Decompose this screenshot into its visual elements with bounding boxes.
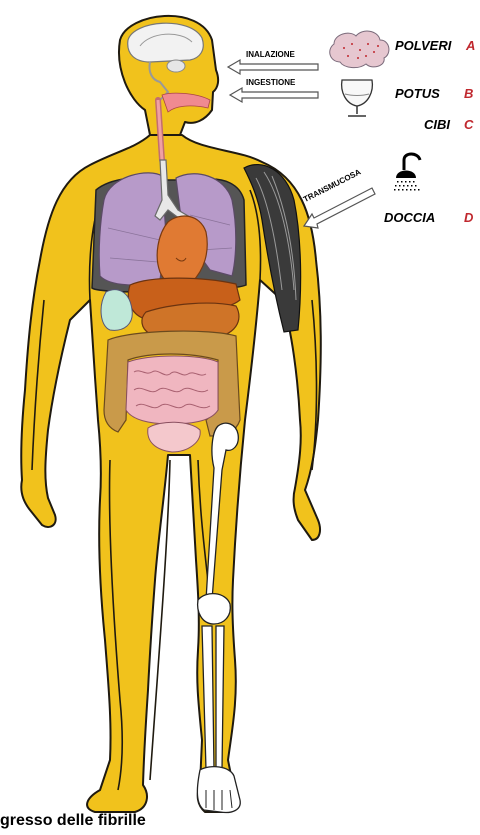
ingestion-label: INGESTIONE (246, 78, 295, 87)
source-label-doccia: DOCCIA (384, 210, 435, 225)
inhalation-label: INALAZIONE (246, 50, 295, 59)
small-intestine (126, 356, 218, 424)
source-label-potus: POTUS (395, 86, 440, 101)
source-label-cibi: CIBI (424, 117, 450, 132)
source-label-polveri: POLVERI (395, 38, 451, 53)
letter-c: C (464, 117, 473, 132)
letter-d: D (464, 210, 473, 225)
wine-glass-icon (342, 80, 373, 116)
inhalation-arrow (228, 60, 318, 74)
ingestion-arrow (230, 88, 318, 102)
shower-icon (394, 154, 420, 191)
letter-b: B (464, 86, 473, 101)
dust-cloud-icon (330, 31, 389, 68)
letter-a: A (466, 38, 475, 53)
caption-fragment: gresso delle fibrille (0, 812, 146, 830)
gallbladder (101, 290, 132, 331)
